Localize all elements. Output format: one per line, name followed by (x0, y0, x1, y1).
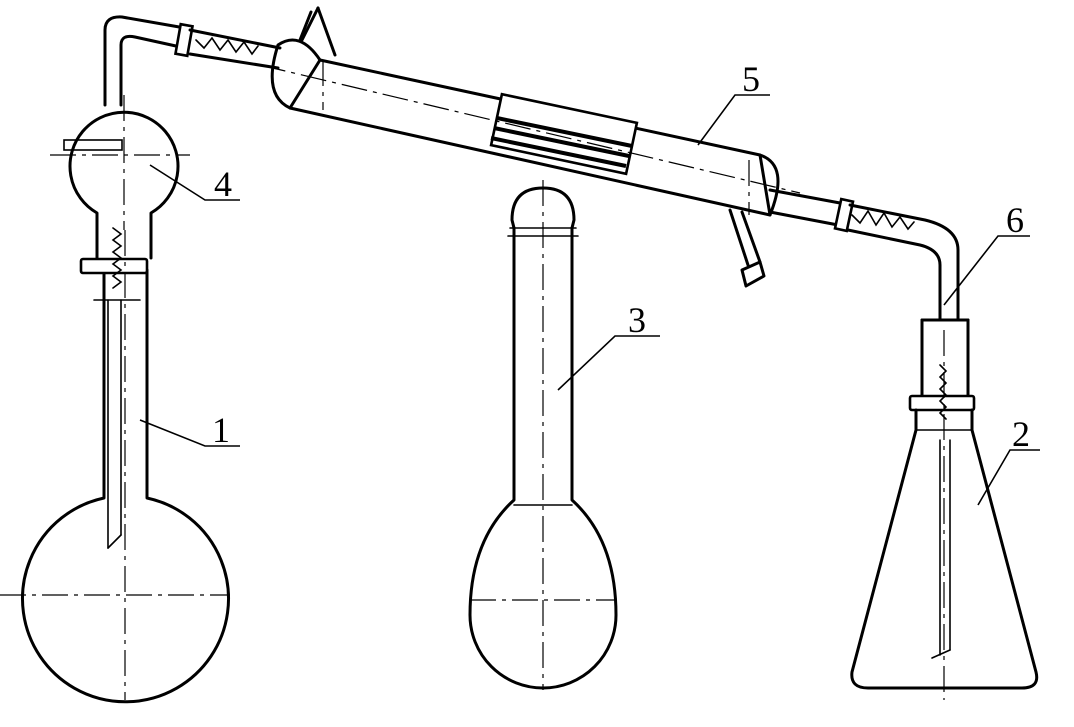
label-2: 2 (1012, 414, 1030, 454)
label-4: 4 (214, 164, 232, 204)
label-6: 6 (1006, 200, 1024, 240)
label-3: 3 (628, 300, 646, 340)
leader-lines (139, 94, 1040, 506)
adapter (768, 188, 970, 397)
conical-receiver (850, 330, 1039, 700)
label-5: 5 (742, 59, 760, 99)
round-bottom-flask (0, 230, 230, 704)
volumetric-flask (468, 180, 618, 690)
splash-trap-bulb (50, 95, 190, 289)
condenser (259, 6, 801, 288)
delivery-tube (103, 15, 282, 107)
label-1: 1 (212, 410, 230, 450)
